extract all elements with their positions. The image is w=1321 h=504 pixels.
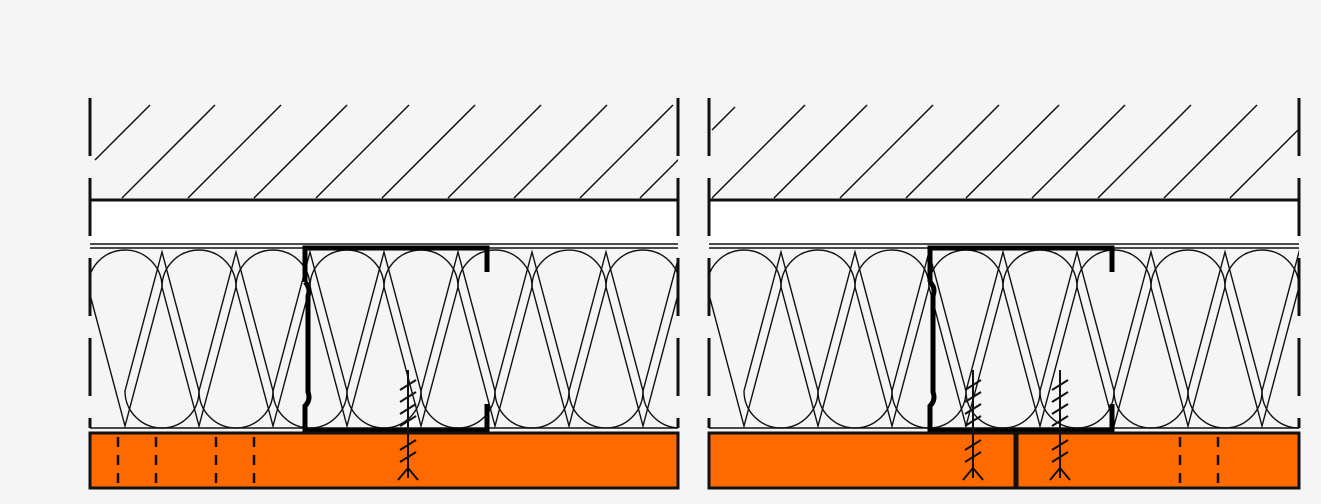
dashed-boundary-left: [88, 98, 680, 428]
insulation-lobe-bottom: [1261, 249, 1299, 429]
insulation-lobe-bottom: [743, 249, 819, 429]
insulation-lobe-top: [383, 249, 459, 429]
insulation-lobe-bottom: [642, 256, 678, 429]
insulation-lobe-bottom: [124, 249, 200, 429]
screw-right-1: [962, 370, 984, 481]
panel-right: [707, 98, 1301, 490]
insulation-lobe-top: [1002, 249, 1078, 429]
insulation-lobe-top: [309, 249, 385, 429]
c-stud-profile-left: [302, 245, 490, 434]
insulation-batts-left: [90, 249, 754, 429]
insulation-lobe-top: [605, 249, 678, 429]
insulation-lobe-bottom: [494, 249, 570, 429]
insulation-lobe-bottom: [965, 249, 1041, 429]
insulation-lobe-top: [780, 249, 856, 429]
insulation-lobe-bottom: [198, 249, 274, 429]
insulation-lobe-top: [235, 249, 311, 429]
insulation-lobe-bottom: [568, 249, 644, 429]
insulation-lobe-bottom: [1113, 249, 1189, 429]
insulation-lobe-top: [1076, 249, 1152, 429]
hatched-substrate-right: [711, 104, 1299, 199]
insulation-lobe-bottom: [1187, 249, 1263, 429]
c-stud-profile-right: [927, 245, 1115, 434]
insulation-lobe-bottom: [1039, 249, 1115, 429]
insulation-lobe-bottom: [420, 249, 496, 429]
insulation-batts-right: [709, 249, 1299, 429]
insulation-lobe-bottom: [817, 249, 893, 429]
screw-left: [397, 370, 419, 481]
insulation-lobe-top: [1298, 280, 1299, 290]
insulation-lobe-top: [928, 249, 1004, 429]
insulation-lobe-top: [680, 250, 754, 426]
insulation-lobe-top: [854, 249, 930, 429]
screw-right-2: [1049, 370, 1071, 481]
insulation-lobe-top: [90, 249, 163, 429]
insulation-lobe-top: [161, 249, 237, 429]
insulation-lobe-top: [1150, 249, 1226, 429]
insulation-lobe-top: [531, 249, 607, 429]
insulation-lobe-top: [709, 249, 782, 429]
insulation-lobe-bottom: [346, 249, 422, 429]
insulation-lobe-top: [1224, 249, 1299, 429]
orange-board-left: [88, 431, 680, 490]
white-layer-right: [709, 198, 1299, 249]
dashed-boundary-right: [707, 98, 1301, 428]
orange-board-right: [707, 431, 1301, 490]
hatched-substrate-left: [94, 104, 678, 199]
white-layer-left: [90, 198, 678, 249]
panel-left: [88, 98, 754, 490]
insulation-lobe-top: [457, 249, 533, 429]
